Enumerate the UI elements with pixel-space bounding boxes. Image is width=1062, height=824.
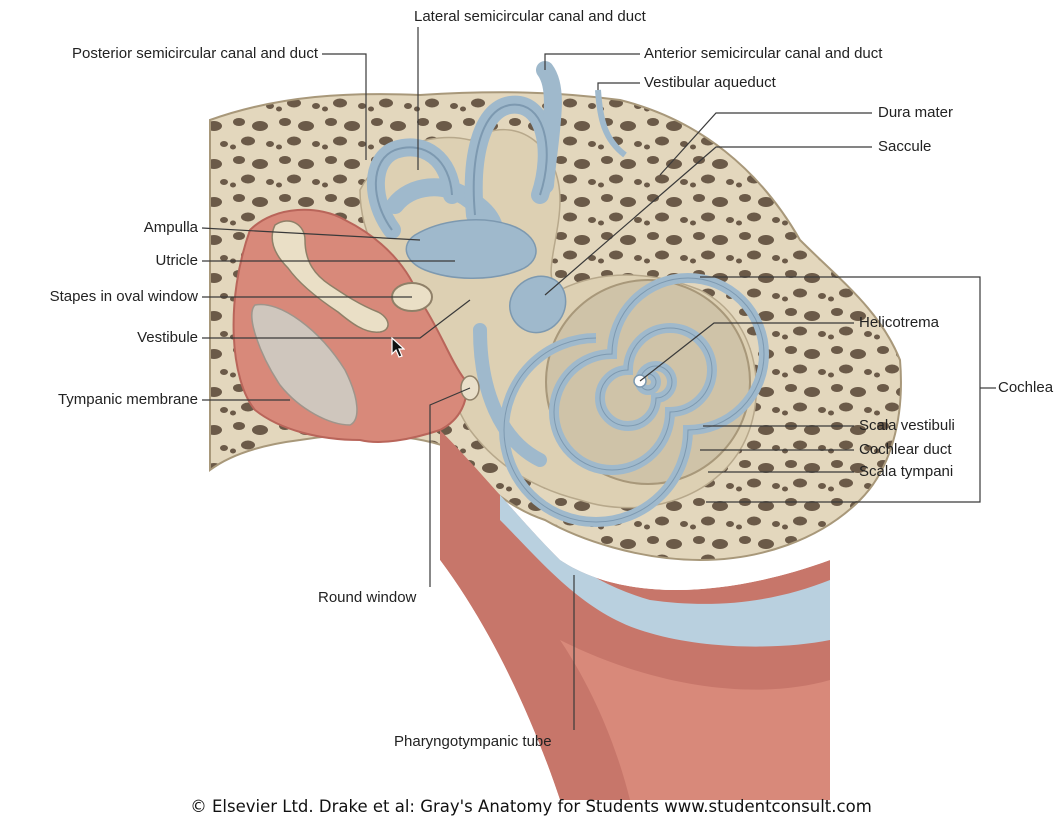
label-utricle: Utricle xyxy=(155,252,198,269)
stapes-shape xyxy=(271,220,389,333)
ductus-reuniens xyxy=(473,323,547,467)
label-saccule: Saccule xyxy=(878,138,932,155)
vestibular-aqueduct-shape xyxy=(595,89,627,158)
label-lateral-semicircular-canal: Lateral semicircular canal and duct xyxy=(414,8,646,25)
label-scala-tympani: Scala tympani xyxy=(859,463,954,480)
label-pharyngotympanic-tube: Pharyngotympanic tube xyxy=(394,733,552,750)
arrow-pointer-icon xyxy=(391,337,405,358)
copyright-credit: © Elsevier Ltd. Drake et al: Gray's Anat… xyxy=(190,797,872,816)
utricle-shape xyxy=(405,219,537,279)
label-helicotrema: Helicotrema xyxy=(859,314,940,331)
label-vestibular-aqueduct: Vestibular aqueduct xyxy=(644,74,776,91)
tympanic-membrane-shape xyxy=(251,303,358,426)
label-stapes-in-oval-window: Stapes in oval window xyxy=(49,288,198,305)
label-scala-vestibuli: Scala vestibuli xyxy=(859,417,955,434)
saccule-shape xyxy=(509,275,567,334)
label-posterior-semicircular-canal: Posterior semicircular canal and duct xyxy=(72,45,318,62)
canal-outlines xyxy=(374,103,548,231)
label-anterior-semicircular-canal: Anterior semicircular canal and duct xyxy=(644,45,883,62)
cochlea-shape xyxy=(499,273,769,527)
label-cochlea: Cochlea xyxy=(998,379,1054,396)
label-tympanic-membrane: Tympanic membrane xyxy=(57,391,198,408)
label-dura-mater: Dura mater xyxy=(878,104,954,121)
label-cochlear-duct: Cochlear duct xyxy=(859,441,952,458)
label-vestibule: Vestibule xyxy=(137,329,198,346)
label-ampulla: Ampulla xyxy=(143,219,198,236)
leader-lines xyxy=(201,27,996,730)
label-round-window: Round window xyxy=(318,589,417,606)
